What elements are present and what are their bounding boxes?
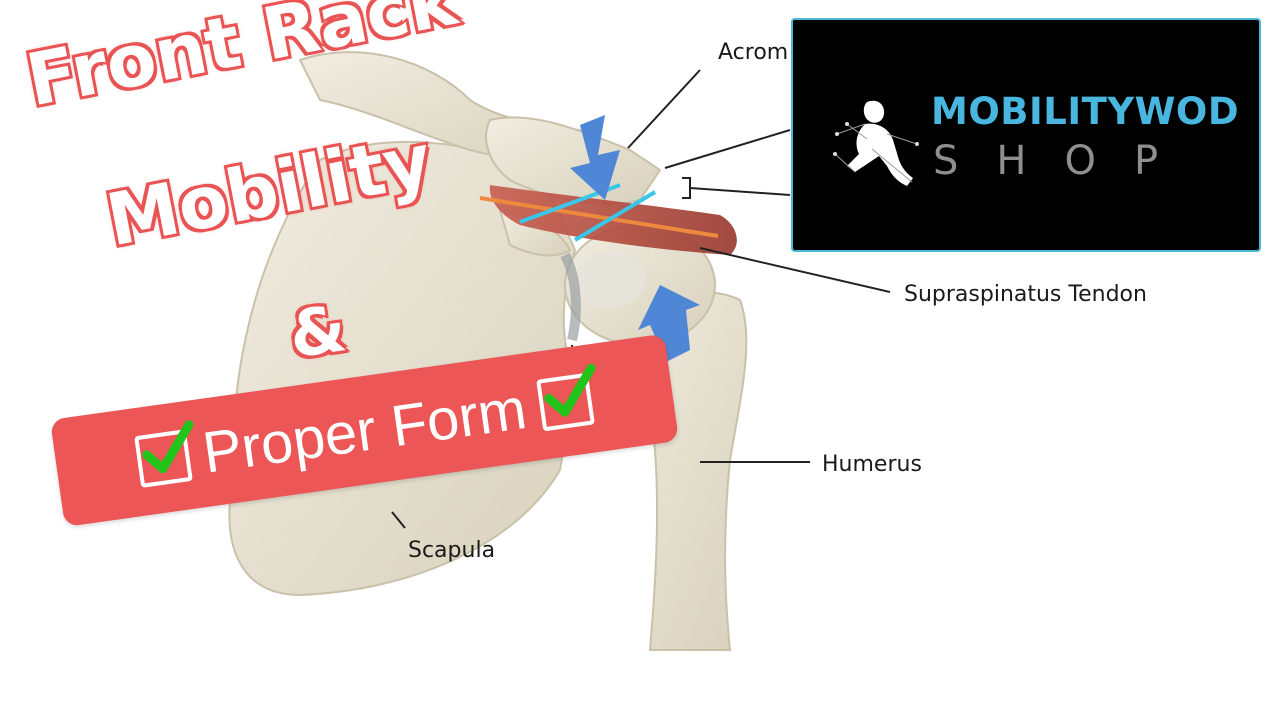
squatting-athlete-icon — [833, 100, 919, 186]
mobilitywod-shop-logo: MOBILITYWOD SHOP — [791, 18, 1261, 252]
title-ampersand: & — [283, 290, 353, 375]
scapula-label: Scapula — [408, 538, 496, 563]
supraspinatus-label: Supraspinatus Tendon — [904, 282, 1147, 307]
humerus-label: Humerus — [822, 452, 922, 477]
proper-form-banner: Proper Form — [50, 333, 679, 527]
checkbox-check-icon — [535, 363, 596, 432]
checkbox-check-icon — [134, 420, 194, 488]
acromion-label: Acrom — [718, 40, 789, 65]
arrow-up-icon — [638, 285, 700, 362]
logo-brand-text: MOBILITYWOD — [931, 90, 1240, 133]
arrow-down-icon — [570, 115, 620, 200]
logo-shop-text: SHOP — [933, 138, 1197, 184]
